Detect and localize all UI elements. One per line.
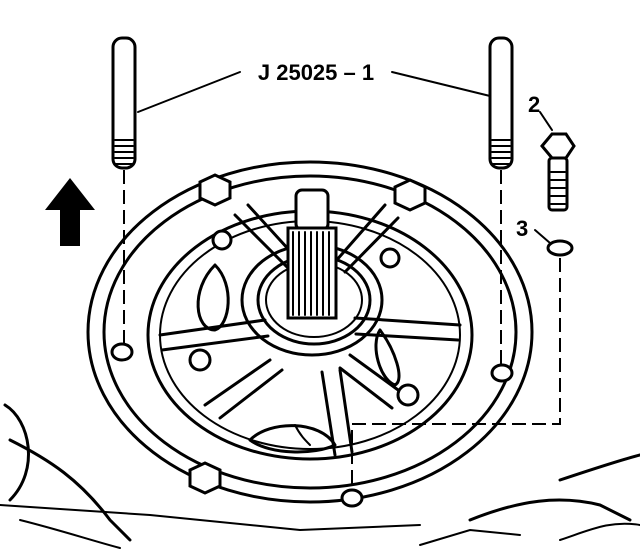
washer-icon (546, 239, 574, 257)
flange-bolt-heads (188, 173, 427, 495)
bolt-hole-bottom (340, 488, 364, 508)
bolt-hole-left (110, 342, 134, 362)
bolt-icon (540, 132, 576, 212)
oil-pump-assembly (86, 160, 534, 508)
bolt-callout-number: 2 (528, 92, 540, 117)
washer-callout-number: 3 (516, 216, 528, 241)
tool-callout-label: J 25025 – 1 (258, 60, 374, 85)
stator-shaft (286, 188, 338, 320)
bolt-alignment-path (351, 258, 561, 490)
guide-pin-icon (111, 36, 137, 345)
guide-pin-icon (488, 36, 514, 366)
up-arrow-icon (45, 178, 95, 246)
bolt-hole-right (490, 363, 514, 383)
transmission-case-outline (0, 403, 640, 549)
